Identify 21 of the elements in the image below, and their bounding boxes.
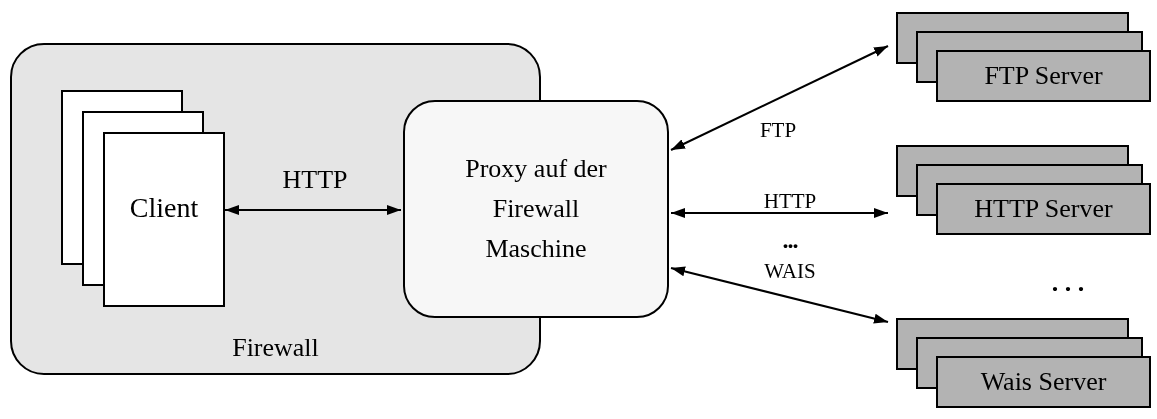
double-arrow bbox=[670, 45, 889, 151]
double-arrow bbox=[224, 205, 402, 215]
client-stack bbox=[61, 90, 225, 307]
double-arrow bbox=[670, 208, 889, 218]
edge-label: WAIS bbox=[764, 260, 816, 282]
node-label: Firewall bbox=[232, 335, 319, 361]
server-stack bbox=[896, 318, 1151, 410]
node-label: Client bbox=[129, 194, 199, 222]
ellipsis-label: . . . bbox=[1051, 270, 1085, 296]
ellipsis-label: ... bbox=[782, 228, 798, 252]
server-stack bbox=[896, 12, 1151, 102]
server-stack bbox=[896, 145, 1151, 237]
edge-label: HTTP bbox=[282, 167, 348, 193]
node-label: HTTP Server bbox=[974, 196, 1113, 222]
proxy-box bbox=[403, 100, 669, 318]
edge-label: HTTP bbox=[763, 190, 817, 212]
node-label: FTP Server bbox=[984, 63, 1103, 89]
double-arrow bbox=[670, 265, 889, 325]
edge-label: FTP bbox=[759, 119, 797, 141]
node-label: Proxy auf der Firewall Maschine bbox=[464, 153, 608, 265]
node-label: Wais Server bbox=[980, 369, 1107, 395]
